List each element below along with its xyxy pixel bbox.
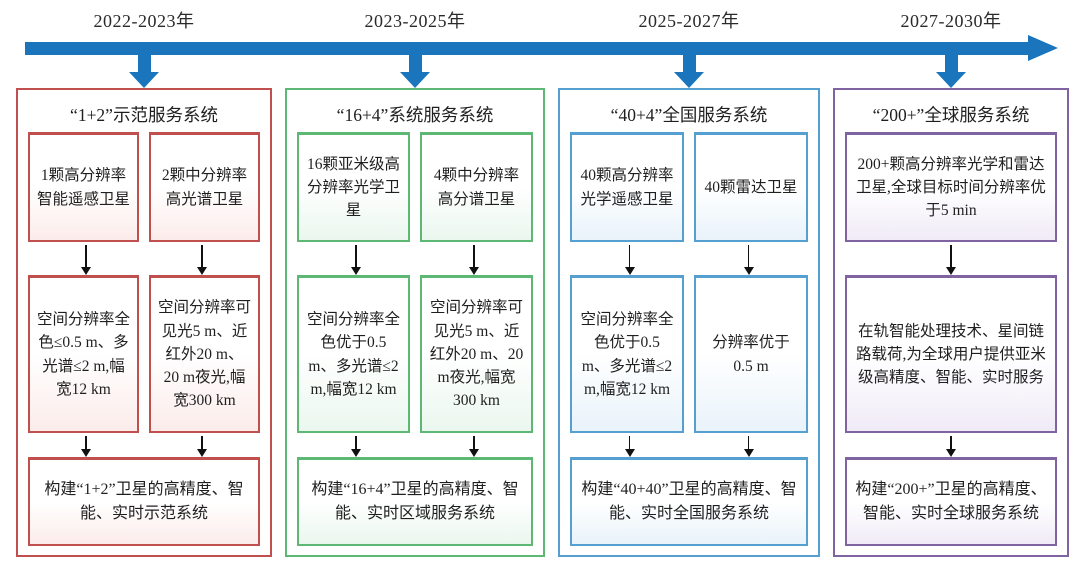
spec-box: 空间分辨率全色优于0.5 m、多光谱≤2 m,幅宽12 km bbox=[297, 275, 410, 433]
goal-box: 构建“200+”卫星的高精度、智能、实时全球服务系统 bbox=[845, 457, 1057, 546]
phase-title: “200+”全球服务系统 bbox=[872, 104, 1030, 125]
flow-arrow-icon bbox=[946, 436, 956, 457]
timeline bbox=[0, 35, 1080, 88]
timeline-years-row: 2022-2023年 2023-2025年 2025-2027年 2027-20… bbox=[0, 5, 1080, 35]
timeline-period-label: 2027-2030年 bbox=[900, 11, 1002, 31]
phase-columns: “1+2”示范服务系统 1颗高分辨率智能遥感卫星 2颗中分辨率高光谱卫星 空间分… bbox=[0, 88, 1080, 557]
flow-arrow-icon bbox=[743, 245, 754, 275]
timeline-period-label: 2022-2023年 bbox=[93, 11, 195, 31]
roadmap-diagram: { "timeline": { "arrow_color": "#1b75bc"… bbox=[0, 5, 1080, 574]
flow-arrow-icon bbox=[624, 436, 635, 457]
flow-arrow-icon bbox=[469, 436, 479, 457]
spec-box: 空间分辨率全色≤0.5 m、多光谱≤2 m,幅宽12 km bbox=[28, 275, 139, 433]
phase-down-arrow-icon bbox=[833, 55, 1069, 88]
phase-column-40-4: “40+4”全国服务系统 40颗高分辨率光学遥感卫星 40颗雷达卫星 空间分辨率… bbox=[558, 88, 820, 557]
flow-arrow-icon bbox=[351, 436, 361, 457]
flow-arrow-icon bbox=[743, 436, 754, 457]
spec-box: 分辨率优于0.5 m bbox=[694, 275, 808, 433]
flow-arrow-icon bbox=[197, 436, 207, 457]
phase-down-arrow-icon bbox=[16, 55, 272, 88]
goal-box: 构建“40+40”卫星的高精度、智能、实时全国服务系统 bbox=[570, 457, 808, 546]
flow-arrow-icon bbox=[624, 245, 635, 275]
satellite-box: 1颗高分辨率智能遥感卫星 bbox=[28, 132, 139, 242]
spec-box: 空间分辨率全色优于0.5 m、多光谱≤2 m,幅宽12 km bbox=[570, 275, 684, 433]
timeline-period-label: 2023-2025年 bbox=[364, 11, 466, 31]
phase-title: “1+2”示范服务系统 bbox=[70, 104, 218, 125]
phase-title: “16+4”系统服务系统 bbox=[336, 104, 494, 125]
phase-column-200plus: “200+”全球服务系统 200+颗高分辨率光学和雷达卫星,全球目标时间分辨率优… bbox=[833, 88, 1069, 557]
flow-arrow-icon bbox=[197, 245, 207, 275]
timeline-arrowhead-icon bbox=[1028, 35, 1058, 61]
phase-down-arrow-icon bbox=[558, 55, 820, 88]
phase-column-1-2: “1+2”示范服务系统 1颗高分辨率智能遥感卫星 2颗中分辨率高光谱卫星 空间分… bbox=[16, 88, 272, 557]
satellite-box: 16颗亚米级高分辨率光学卫星 bbox=[297, 132, 410, 242]
satellite-box: 200+颗高分辨率光学和雷达卫星,全球目标时间分辨率优于5 min bbox=[845, 132, 1057, 242]
flow-arrow-icon bbox=[946, 245, 956, 275]
timeline-period-label: 2025-2027年 bbox=[638, 11, 740, 31]
flow-arrow-icon bbox=[351, 245, 361, 275]
goal-box: 构建“1+2”卫星的高精度、智能、实时示范系统 bbox=[28, 457, 260, 546]
satellite-box: 2颗中分辨率高光谱卫星 bbox=[149, 132, 260, 242]
spec-box: 空间分辨率可见光5 m、近红外20 m、20 m夜光,幅宽300 km bbox=[149, 275, 260, 433]
timeline-arrow bbox=[25, 42, 1030, 55]
phase-down-arrow-icon bbox=[285, 55, 545, 88]
satellite-box: 4颗中分辨率高分谱卫星 bbox=[420, 132, 533, 242]
flow-arrow-icon bbox=[469, 245, 479, 275]
satellite-box: 40颗高分辨率光学遥感卫星 bbox=[570, 132, 684, 242]
flow-arrow-icon bbox=[81, 436, 91, 457]
flow-arrow-icon bbox=[81, 245, 91, 275]
phase-title: “40+4”全国服务系统 bbox=[610, 104, 768, 125]
phase-column-16-4: “16+4”系统服务系统 16颗亚米级高分辨率光学卫星 4颗中分辨率高分谱卫星 … bbox=[285, 88, 545, 557]
goal-box: 构建“16+4”卫星的高精度、智能、实时区域服务系统 bbox=[297, 457, 533, 546]
satellite-box: 40颗雷达卫星 bbox=[694, 132, 808, 242]
phase-down-arrows bbox=[0, 55, 1080, 88]
spec-box: 在轨智能处理技术、星间链路载荷,为全球用户提供亚米级高精度、智能、实时服务 bbox=[845, 275, 1057, 433]
spec-box: 空间分辨率可见光5 m、近红外20 m、20 m夜光,幅宽300 km bbox=[420, 275, 533, 433]
